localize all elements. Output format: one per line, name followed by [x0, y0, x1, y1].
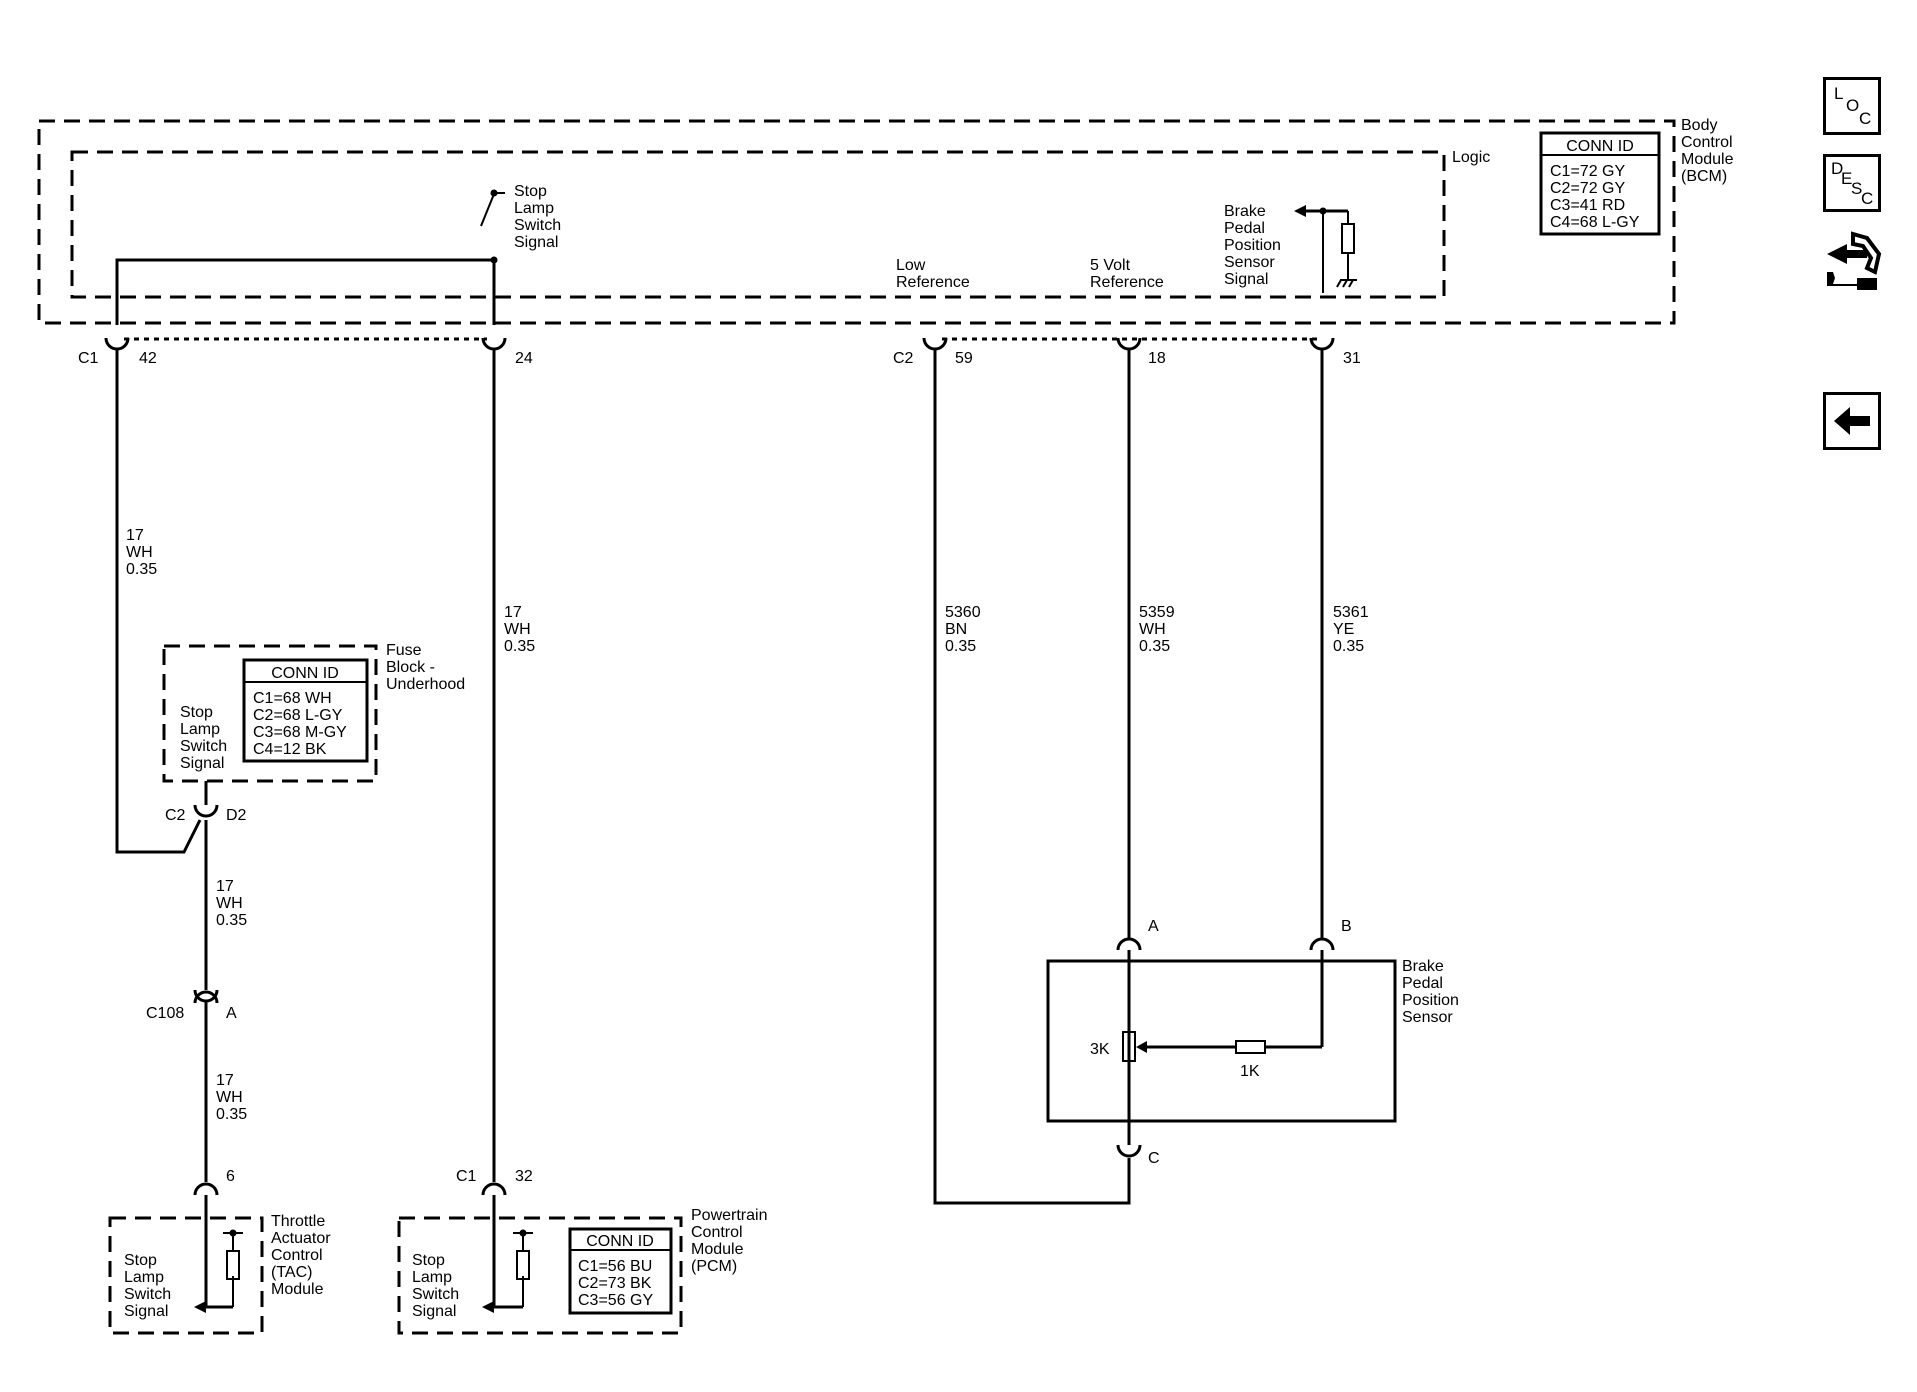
pin-59-label: 59 — [955, 350, 973, 367]
bcm-stop-lamp-label: Stop Lamp Switch Signal — [514, 183, 566, 251]
desc-letter-c: C — [1861, 189, 1874, 208]
pin-18-label: 18 — [1148, 350, 1166, 367]
sensor-pin-c-label: C — [1148, 1150, 1160, 1167]
sensor-pot-3k-label: 3K — [1090, 1041, 1110, 1058]
connector-c1-label: C1 — [78, 350, 99, 367]
connector-c2-label: C2 — [893, 350, 914, 367]
fuse-connector-c2-label: C2 — [165, 807, 186, 824]
wire-5360-label: 5360 BN 0.35 — [945, 604, 985, 655]
sensor-pin-a-label: A — [1148, 918, 1159, 935]
service-tool-icon — [1827, 231, 1882, 290]
wire-17-wh-top-label: 17 WH 0.35 — [126, 527, 157, 578]
pin-42-label: 42 — [139, 350, 157, 367]
bcm-conn-id-table: CONN ID C1=72 GY C2=72 GY C3=41 RD C4=68… — [1539, 131, 1661, 236]
wire-17-wh-mid-label: 17 WH 0.35 — [216, 878, 247, 929]
description-button[interactable]: D E S C — [1823, 154, 1881, 212]
pcm-connector-c1-label: C1 — [456, 1168, 477, 1185]
desc-letter-d: D — [1831, 159, 1844, 178]
wire-17-wh-low-label: 17 WH 0.35 — [216, 1072, 247, 1123]
loc-letter-o: O — [1846, 96, 1860, 115]
pcm-signal-label: Stop Lamp Switch Signal — [412, 1252, 464, 1320]
bcm-module: Logic Body Control Module (BCM) CONN ID … — [37, 117, 1738, 341]
tac-signal-label: Stop Lamp Switch Signal — [124, 1252, 176, 1320]
bcm-low-reference-label: Low Reference — [896, 257, 970, 291]
stop-lamp-switch-symbol — [115, 189, 505, 325]
fuse-block-signal-label: Stop Lamp Switch Signal — [180, 704, 232, 772]
wire-5359-label: 5359 WH 0.35 — [1139, 604, 1179, 655]
bcm-bpp-signal-label: Brake Pedal Position Sensor Signal — [1224, 203, 1285, 288]
fuse-block-name: Fuse Block - Underhood — [386, 642, 465, 693]
pcm-module: CONN ID C1=56 BU C2=73 BK C3=56 GY Stop … — [397, 1182, 772, 1335]
loc-letter-l: L — [1834, 84, 1844, 103]
bpp-signal-input-symbol — [1294, 205, 1357, 293]
pcm-conn-id-title: CONN ID — [586, 1233, 654, 1250]
fuse-block-conn-id-title: CONN ID — [271, 665, 339, 682]
bcm-5-volt-reference-label: 5 Volt Reference — [1090, 257, 1164, 291]
bcm-name: Body Control Module (BCM) — [1681, 117, 1738, 185]
tac-module: Stop Lamp Switch Signal Throttle Actuato… — [108, 1182, 335, 1335]
loc-letter-c: C — [1859, 109, 1872, 128]
connector-c108 — [193, 989, 219, 1004]
bcm-conn-id-rows: C1=72 GY C2=72 GY C3=41 RD C4=68 L-GY — [1550, 163, 1640, 231]
bcm-connector-pins — [104, 337, 1335, 351]
tac-name: Throttle Actuator Control (TAC) Module — [271, 1213, 335, 1298]
pin-24-label: 24 — [515, 350, 533, 367]
wire-5361-label: 5361 YE 0.35 — [1333, 604, 1373, 655]
wire-17-wh-pcm-label: 17 WH 0.35 — [504, 604, 535, 655]
pin-31-label: 31 — [1343, 350, 1361, 367]
desc-letter-e: E — [1841, 169, 1853, 188]
back-button[interactable] — [1823, 392, 1881, 450]
brake-pedal-position-sensor: 3K 1K Brake Pedal Position Sensor — [1046, 937, 1463, 1158]
location-button[interactable]: L O C — [1823, 77, 1881, 135]
bcm-conn-id-title: CONN ID — [1566, 138, 1634, 155]
sensor-name: Brake Pedal Position Sensor — [1402, 958, 1463, 1026]
fuse-block-conn-id-rows: C1=68 WH C2=68 L-GY C3=68 M-GY C4=12 BK — [253, 690, 351, 758]
sensor-pin-b-label: B — [1341, 918, 1352, 935]
pcm-name: Powertrain Control Module (PCM) — [691, 1207, 772, 1275]
connector-c108-label: C108 — [146, 1005, 184, 1022]
fuse-pin-d2-label: D2 — [226, 807, 247, 824]
tac-pin-6-label: 6 — [226, 1168, 235, 1185]
pcm-conn-id-rows: C1=56 BU C2=73 BK C3=56 GY — [578, 1258, 657, 1309]
service-procedure-button[interactable] — [1823, 228, 1883, 300]
back-arrow-icon — [1834, 407, 1870, 435]
sensor-resistor-1k-label: 1K — [1240, 1063, 1260, 1080]
wire-5360-bn — [933, 349, 1131, 1205]
fuse-block-underhood: CONN ID C1=68 WH C2=68 L-GY C3=68 M-GY C… — [162, 642, 465, 818]
wire-17-wh-fuse-feed — [115, 349, 202, 854]
bcm-logic-label: Logic — [1452, 149, 1490, 166]
pcm-pin-32-label: 32 — [515, 1168, 533, 1185]
c108-pin-a-label: A — [226, 1005, 237, 1022]
desc-letter-s: S — [1851, 179, 1863, 198]
